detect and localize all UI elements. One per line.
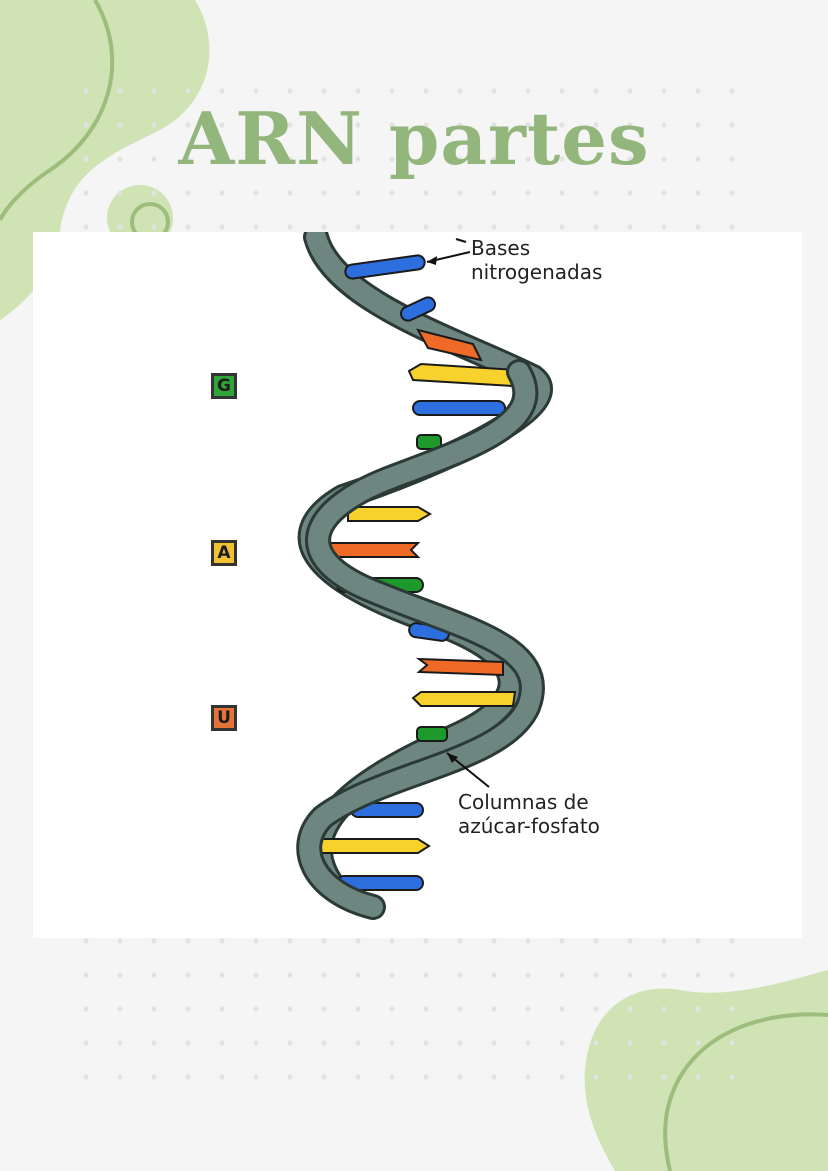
base-pair-12 (411, 691, 517, 707)
base-pair-15 (318, 838, 431, 854)
dot-pattern-top (80, 85, 760, 235)
legend-u: U (211, 705, 237, 731)
backbone-label: Columnas de azúcar-fosfato (458, 790, 600, 838)
legend-a-label: A (217, 543, 231, 563)
backbone-label-line2: azúcar-fosfato (458, 814, 600, 838)
base-pair-2 (400, 296, 436, 322)
bases-label: Bases nitrogenadas (471, 236, 602, 284)
legend-g-label: G (217, 376, 231, 396)
base-pair-7 (347, 506, 432, 522)
backbone-strand-front-fill (299, 362, 542, 917)
bases-label-tick (455, 238, 467, 243)
legend-g: G (211, 373, 237, 399)
base-pair-6 (416, 434, 442, 450)
legend-a: A (211, 540, 237, 566)
rna-diagram-panel: G A U Bases nitrogenadas Columnas de azú… (33, 232, 802, 938)
bases-label-line1: Bases (471, 236, 531, 260)
base-pair-11 (415, 657, 504, 677)
base-pair-13 (416, 726, 448, 742)
page-title: ARN partes (178, 96, 650, 182)
rna-helix-diagram (296, 232, 553, 920)
legend-u-label: U (217, 708, 231, 728)
dot-pattern-bottom (80, 935, 760, 1085)
base-pair-5 (412, 400, 506, 416)
bases-label-line2: nitrogenadas (471, 260, 603, 284)
base-pair-1 (344, 254, 426, 280)
base-pair-3 (415, 328, 483, 362)
backbone-label-line1: Columnas de (458, 790, 589, 814)
